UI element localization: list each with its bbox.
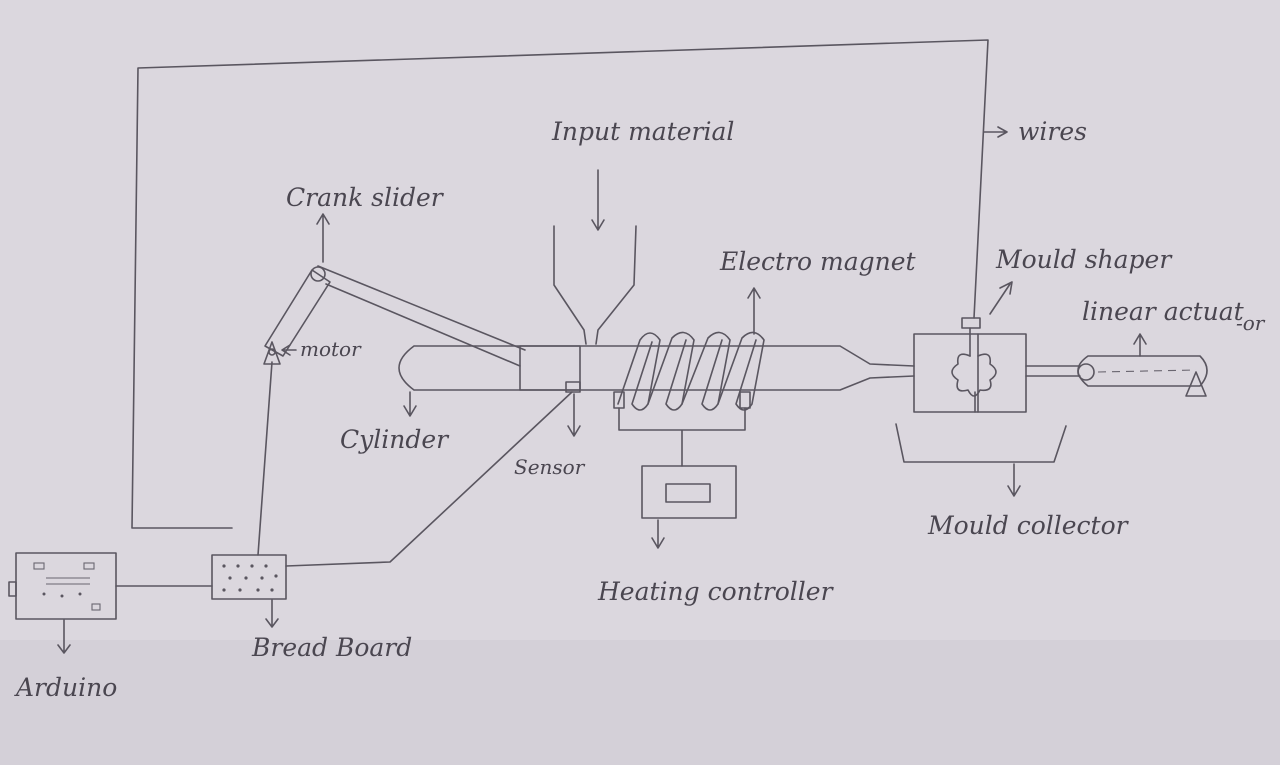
label-arduino: Arduino	[14, 673, 117, 702]
label-sensor: Sensor	[514, 455, 586, 479]
label-electro-magnet: Electro magnet	[719, 247, 917, 276]
label-mould-collector: Mould collector	[927, 511, 1130, 540]
label-linear-actuator-2: -or	[1236, 311, 1266, 335]
label-heating-controller: Heating controller	[597, 577, 835, 606]
label-mould-shaper: Mould shaper	[995, 245, 1173, 274]
label-crank-slider: Crank slider	[286, 183, 445, 212]
label-motor: motor	[300, 337, 362, 361]
paper-shadow	[0, 640, 1280, 765]
label-cylinder: Cylinder	[340, 425, 450, 454]
label-linear-actuator-1: linear actuat	[1082, 297, 1245, 326]
label-wires: wires	[1018, 117, 1087, 146]
label-input-material: Input material	[551, 117, 734, 146]
label-bread-board: Bread Board	[251, 633, 412, 662]
